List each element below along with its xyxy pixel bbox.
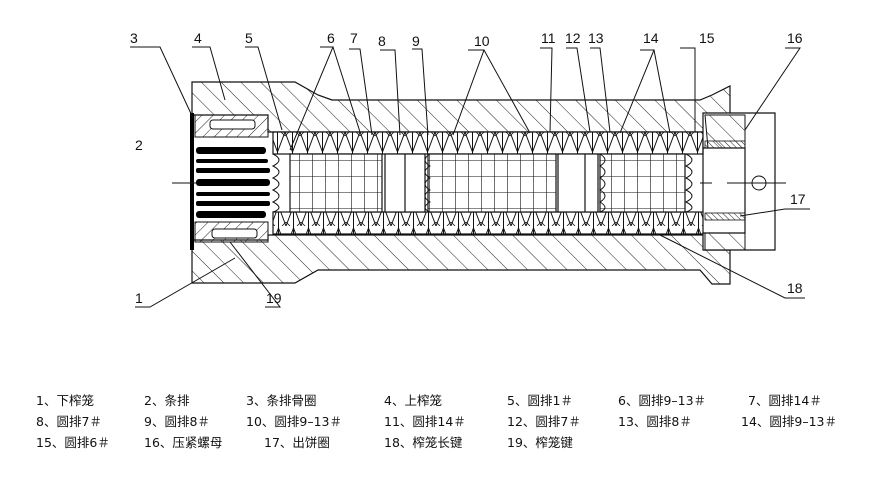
bars <box>196 147 270 218</box>
callout-17: 17 <box>790 191 806 207</box>
grid-section-3 <box>599 153 686 213</box>
lower-cage <box>191 234 731 285</box>
callout-11: 11 <box>541 30 556 46</box>
legend-item: 3、条排骨圈 <box>246 393 317 408</box>
callout-5: 5 <box>245 30 253 46</box>
callout-3: 3 <box>130 30 138 46</box>
legend-item: 17、出饼圈 <box>264 435 330 450</box>
legend-item: 12、圆排7＃ <box>507 414 581 429</box>
callout-6: 6 <box>327 30 335 46</box>
cake-ring-bottom <box>704 212 746 221</box>
legend-item: 10、圆排9–13＃ <box>246 414 343 429</box>
callout-8: 8 <box>378 33 386 49</box>
legend-item: 1、下榨笼 <box>36 393 94 408</box>
callout-10: 10 <box>474 33 490 49</box>
legend-item: 4、上榨笼 <box>384 393 442 408</box>
callout-19: 19 <box>266 290 282 306</box>
callout-labels: 3 4 5 6 7 8 9 10 11 12 13 14 15 16 2 17 … <box>130 30 806 306</box>
legend-item: 13、圆排8＃ <box>618 414 692 429</box>
legend-item: 15、圆排6＃ <box>36 435 110 450</box>
round-bars-bottom <box>272 211 704 235</box>
legend-item: 14、圆排9–13＃ <box>741 414 838 429</box>
legend-item: 7、圆排14＃ <box>748 393 822 408</box>
legend-item: 2、条排 <box>144 393 190 408</box>
callout-4: 4 <box>194 30 202 46</box>
round-bars-top <box>272 131 704 155</box>
callout-14: 14 <box>643 30 659 46</box>
callout-13: 13 <box>588 30 604 46</box>
callout-2: 2 <box>135 137 143 153</box>
callout-7: 7 <box>350 30 358 46</box>
legend-item: 9、圆排8＃ <box>144 414 210 429</box>
legend-item: 6、圆排9–13＃ <box>618 393 707 408</box>
callout-1: 1 <box>135 290 143 306</box>
leader-lines <box>130 46 810 308</box>
legend-item: 5、圆排1＃ <box>507 393 573 408</box>
legend-item: 8、圆排7＃ <box>36 414 102 429</box>
cake-ring-top <box>704 140 746 149</box>
grid-section-1 <box>289 153 383 213</box>
callout-15: 15 <box>699 30 715 46</box>
upper-cage <box>191 81 731 133</box>
callout-9: 9 <box>412 33 420 49</box>
legend-item: 11、圆排14＃ <box>384 414 466 429</box>
callout-16: 16 <box>787 30 803 46</box>
press-cage-assembly-diagram: 3 4 5 6 7 8 9 10 11 12 13 14 15 16 2 17 … <box>130 30 810 308</box>
legend-item: 16、压紧螺母 <box>144 435 223 450</box>
grid-section-2 <box>427 153 557 213</box>
bar-ring-edge <box>190 113 194 250</box>
spacer-2 <box>557 153 599 213</box>
legend-item: 19、榨笼键 <box>507 435 573 450</box>
callout-12: 12 <box>565 30 581 46</box>
legend-item: 18、榨笼长键 <box>384 435 463 450</box>
callout-18: 18 <box>787 280 803 296</box>
